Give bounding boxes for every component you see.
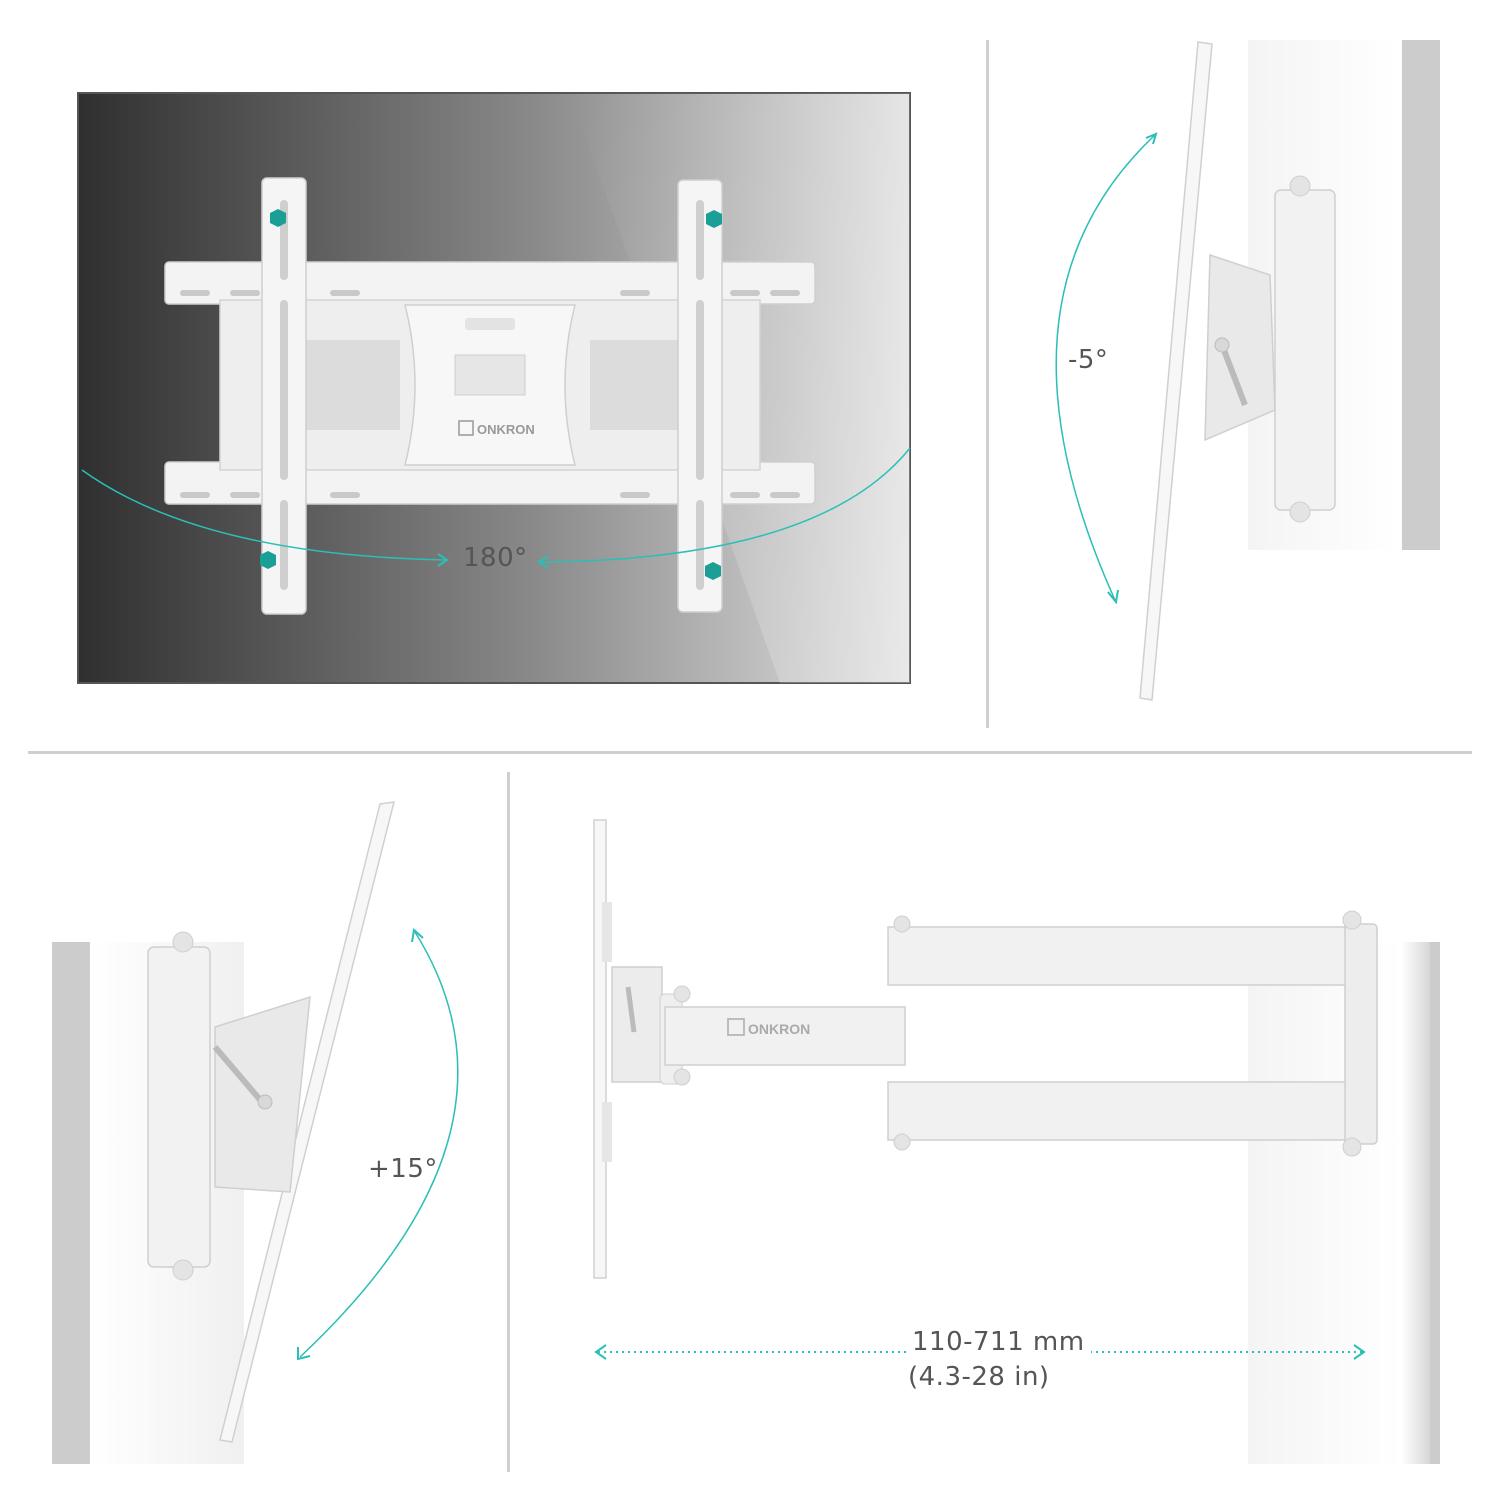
tilt-plate	[611, 966, 663, 1083]
tv-back-illustration: ONKRON	[77, 92, 911, 684]
extension-mm-label: 110-711 mm	[906, 1327, 1091, 1357]
vertical-divider-bottom	[507, 772, 510, 1472]
extension-illustration: ONKRON	[593, 819, 1440, 1464]
wall-plate	[147, 946, 211, 1268]
tilt-up-label: +15°	[368, 1154, 438, 1184]
extension-arm-short	[664, 1006, 906, 1066]
tilt-down-label: -5°	[1068, 345, 1109, 375]
brand-text-top: ONKRON	[477, 422, 535, 437]
bracket-horizontal-rails	[164, 261, 816, 505]
extension-in-label: (4.3-28 in)	[908, 1362, 1050, 1392]
brand-logo-top: ONKRON	[458, 420, 535, 437]
swivel-angle-label: 180°	[463, 543, 528, 573]
swivel-arc	[81, 469, 446, 561]
mounting-bolts	[260, 209, 722, 580]
brand-logo-arm: ONKRON	[727, 1018, 810, 1037]
brand-text-arm: ONKRON	[748, 1021, 810, 1037]
tilt-up-illustration	[52, 801, 459, 1464]
tv-side-edge	[593, 819, 607, 1279]
tilt-arc	[1055, 134, 1156, 601]
extension-panel: ONKRON 110-711 mm (4.3-28 in)	[510, 772, 1500, 1500]
tilt-up-panel: +15°	[0, 772, 507, 1500]
vertical-divider-top	[986, 40, 989, 728]
wall	[1248, 942, 1440, 1464]
extension-arm-bottom	[887, 1081, 1359, 1141]
tilt-arc	[299, 931, 459, 1358]
wall-plate	[1274, 189, 1336, 511]
swivel-arc-right	[539, 447, 911, 563]
tv-side-edge	[219, 801, 396, 1443]
tilt-plate	[1204, 253, 1276, 442]
extension-arm-top	[887, 926, 1359, 986]
wall-plate	[1344, 923, 1378, 1145]
tilt-down-panel: -5°	[990, 0, 1500, 740]
tilt-plate	[214, 995, 311, 1193]
swivel-panel: ONKRON 180°	[0, 0, 986, 740]
horizontal-divider	[28, 751, 1472, 754]
tilt-down-illustration	[1055, 40, 1440, 701]
tv-side-edge	[1139, 41, 1213, 701]
